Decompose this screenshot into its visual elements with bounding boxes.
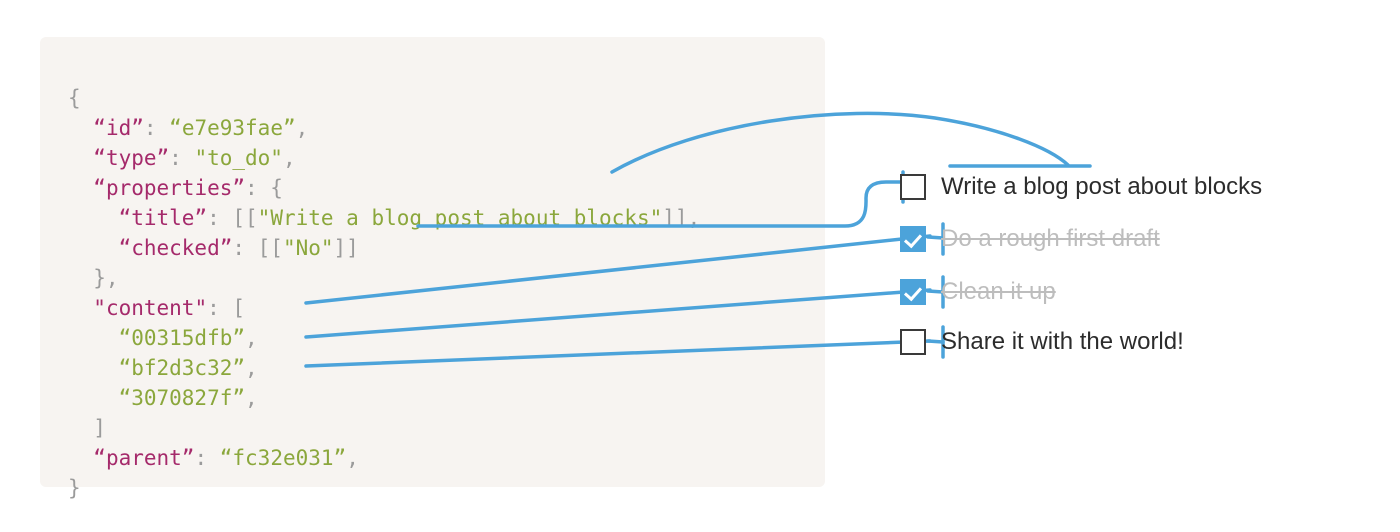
checkbox-unchecked-icon[interactable] xyxy=(900,174,926,200)
checkbox-checked-icon[interactable] xyxy=(900,226,926,252)
todo-item-label: Write a blog post about blocks xyxy=(941,173,1263,200)
todo-item[interactable]: Clean it up xyxy=(900,275,1056,309)
line-child-3: “3070827f”, xyxy=(118,386,258,410)
todo-item[interactable]: Write a blog post about blocks xyxy=(900,170,1262,204)
line-close-array: ] xyxy=(68,416,106,440)
line-properties: “properties”: { xyxy=(93,176,283,200)
checkbox-checked-icon[interactable] xyxy=(900,279,926,305)
line-child-1: “00315dfb”, xyxy=(118,326,258,350)
todo-item-label: Share it with the world! xyxy=(941,328,1184,355)
line-close-props: }, xyxy=(68,266,119,290)
line-parent: “parent”: “fc32e031”, xyxy=(93,446,359,470)
json-code-listing: { “id”: “e7e93fae”, “type”: "to_do", “pr… xyxy=(68,83,700,503)
todo-item[interactable]: Share it with the world! xyxy=(900,325,1184,359)
line-title: “title”: [["Write a blog post about bloc… xyxy=(118,206,701,230)
todo-item-label: Do a rough first draft xyxy=(941,225,1160,252)
line-child-2: “bf2d3c32”, xyxy=(118,356,258,380)
line-content: "content": [ xyxy=(93,296,246,320)
todo-item-label: Clean it up xyxy=(941,278,1056,305)
todo-item[interactable]: Do a rough first draft xyxy=(900,222,1160,256)
checkbox-unchecked-icon[interactable] xyxy=(900,329,926,355)
line-checked: “checked”: [["No"]] xyxy=(118,236,359,260)
line-close-brace: } xyxy=(68,476,81,500)
line-id: “id”: “e7e93fae”, xyxy=(93,116,309,140)
line-type: “type”: "to_do", xyxy=(93,146,296,170)
line-open-brace: { xyxy=(68,86,81,110)
